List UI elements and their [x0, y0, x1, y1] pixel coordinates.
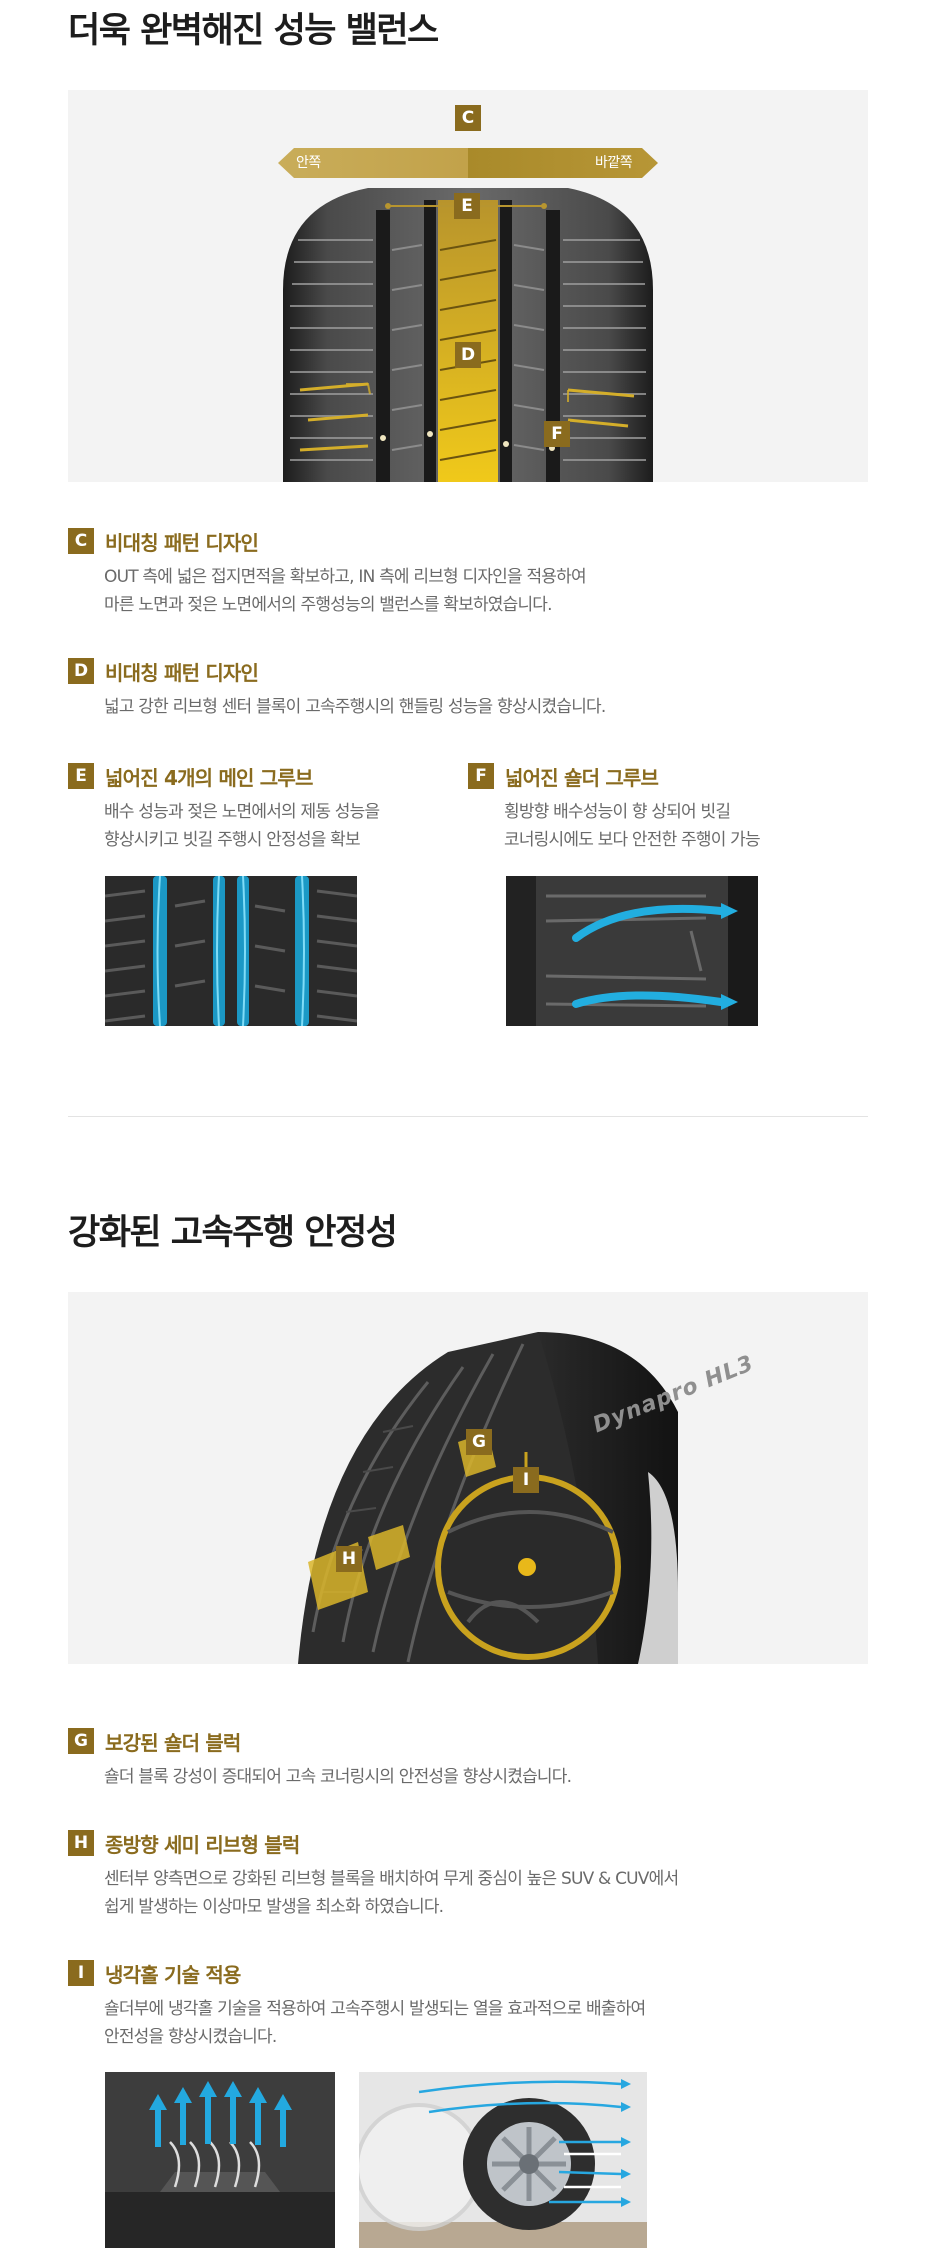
feature-d-desc: 넓고 강한 리브형 센터 블록이 고속주행시의 핸들링 성능을 향상시켰습니다.: [104, 693, 606, 721]
feature-h-badge: H: [68, 1830, 94, 1856]
feature-i-badge: I: [68, 1960, 94, 1986]
diagram-badge-d: D: [455, 342, 481, 368]
feature-g-desc: 숄더 블록 강성이 증대되어 고속 코너링시의 안전성을 향상시켰습니다.: [104, 1763, 572, 1791]
feature-e-title: 넓어진 4개의 메인 그루브: [105, 765, 313, 790]
diagram-badge-g: G: [466, 1429, 492, 1455]
feature-f-badge: F: [468, 763, 494, 789]
cooling-airflow-image: [105, 2072, 335, 2248]
feature-e-line: 배수 성능과 젖은 노면에서의 제동 성능을: [104, 802, 380, 822]
feature-h-line: 센터부 양측면으로 강화된 리브형 블록을 배치하여 무게 중심이 높은 SUV…: [104, 1869, 679, 1889]
feature-c-line: OUT 측에 넓은 접지면적을 확보하고, IN 측에 리브형 디자인을 적용하…: [104, 567, 587, 587]
feature-i-title: 냉각홀 기술 적용: [105, 1962, 241, 1987]
feature-c-line: 마른 노면과 젖은 노면에서의 주행성능의 밸런스를 확보하였습니다.: [104, 595, 553, 615]
section1-title: 더욱 완벽해진 성능 밸런스: [68, 11, 439, 51]
feature-i: I 냉각홀 기술 적용 숄더부에 냉각홀 기술을 적용하여 고속주행시 발생되는…: [68, 1959, 646, 2051]
feature-d-badge: D: [68, 658, 94, 684]
diagram-badge-e: E: [454, 193, 480, 219]
feature-f-desc: 횡방향 배수성능이 향 상되어 빗길 코너링시에도 보다 안전한 주행이 가능: [504, 798, 761, 854]
feature-c: C 비대칭 패턴 디자인 OUT 측에 넓은 접지면적을 확보하고, IN 측에…: [68, 527, 587, 619]
feature-e: E 넓어진 4개의 메인 그루브 배수 성능과 젖은 노면에서의 제동 성능을 …: [68, 762, 380, 854]
feature-e-desc: 배수 성능과 젖은 노면에서의 제동 성능을 향상시키고 빗길 주행시 안정성을…: [104, 798, 380, 854]
section2-title: 강화된 고속주행 안정성: [68, 1213, 398, 1253]
feature-h: H 종방향 세미 리브형 블럭 센터부 양측면으로 강화된 리브형 블록을 배치…: [68, 1829, 679, 1921]
feature-d-line: 넓고 강한 리브형 센터 블록이 고속주행시의 핸들링 성능을 향상시켰습니다.: [104, 697, 606, 717]
section-divider: [68, 1116, 868, 1117]
high-speed-stability-diagram: Dynapro HL3 G I H: [68, 1292, 868, 1664]
feature-g-line: 숄더 블록 강성이 증대되어 고속 코너링시의 안전성을 향상시켰습니다.: [104, 1767, 572, 1787]
feature-g-title: 보강된 숄더 블럭: [105, 1730, 241, 1755]
feature-d: D 비대칭 패턴 디자인 넓고 강한 리브형 센터 블록이 고속주행시의 핸들링…: [68, 657, 606, 721]
diagram-badge-f: F: [544, 421, 570, 447]
inside-label: 안쪽: [296, 155, 321, 171]
outside-label: 바깥쪽: [595, 155, 633, 171]
feature-g-badge: G: [68, 1728, 94, 1754]
main-groove-image: [105, 876, 357, 1026]
feature-f-title: 넓어진 숄더 그루브: [505, 765, 659, 790]
cooling-wheel-image: [359, 2072, 647, 2248]
feature-d-title: 비대칭 패턴 디자인: [105, 660, 259, 685]
tire-angle-illustration: [298, 1332, 678, 1664]
feature-c-badge: C: [68, 528, 94, 554]
feature-f: F 넓어진 숄더 그루브 횡방향 배수성능이 향 상되어 빗길 코너링시에도 보…: [468, 762, 761, 854]
feature-i-line: 숄더부에 냉각홀 기술을 적용하여 고속주행시 발생되는 열을 효과적으로 배출…: [104, 1999, 646, 2019]
feature-h-desc: 센터부 양측면으로 강화된 리브형 블록을 배치하여 무게 중심이 높은 SUV…: [104, 1865, 679, 1921]
feature-g: G 보강된 숄더 블럭 숄더 블록 강성이 증대되어 고속 코너링시의 안전성을…: [68, 1727, 572, 1791]
tread-balance-diagram: 안쪽 바깥쪽 C E D F: [68, 90, 868, 482]
feature-c-title: 비대칭 패턴 디자인: [105, 530, 259, 555]
feature-i-line: 안전성을 향상시켰습니다.: [104, 2027, 277, 2047]
shoulder-groove-image: [506, 876, 758, 1026]
feature-e-line: 향상시키고 빗길 주행시 안정성을 확보: [104, 830, 361, 850]
tread-illustration: [278, 148, 658, 482]
diagram-badge-h: H: [336, 1546, 362, 1572]
diagram-badge-c: C: [455, 105, 481, 131]
feature-e-badge: E: [68, 763, 94, 789]
feature-c-desc: OUT 측에 넓은 접지면적을 확보하고, IN 측에 리브형 디자인을 적용하…: [104, 563, 587, 619]
feature-i-desc: 숄더부에 냉각홀 기술을 적용하여 고속주행시 발생되는 열을 효과적으로 배출…: [104, 1995, 646, 2051]
feature-f-line: 횡방향 배수성능이 향 상되어 빗길: [504, 802, 731, 822]
feature-f-line: 코너링시에도 보다 안전한 주행이 가능: [504, 830, 761, 850]
feature-h-title: 종방향 세미 리브형 블럭: [105, 1832, 300, 1857]
feature-h-line: 쉽게 발생하는 이상마모 발생을 최소화 하였습니다.: [104, 1897, 444, 1917]
diagram-badge-i: I: [513, 1467, 539, 1493]
